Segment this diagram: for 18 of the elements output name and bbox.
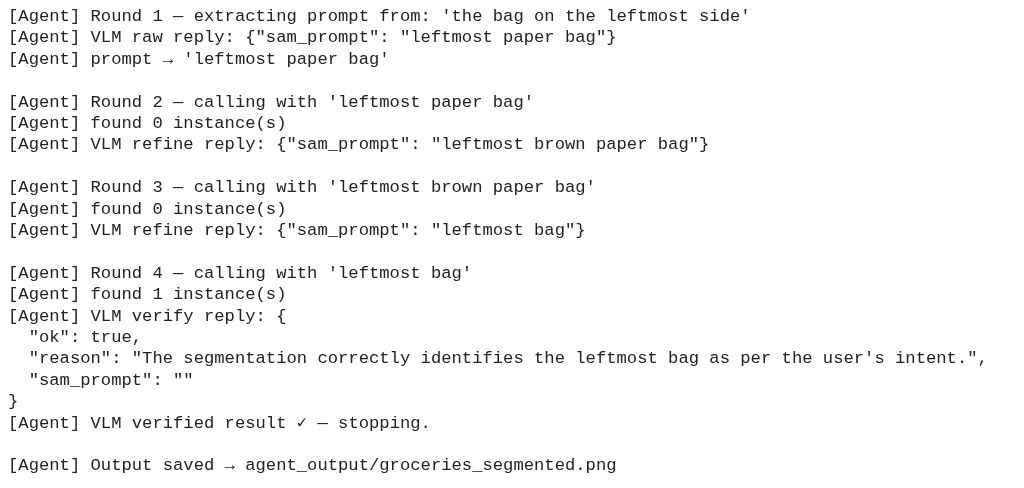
log-line: [Agent] Round 1 — extracting prompt from: 'the bag on the leftmost side' [8, 6, 751, 28]
log-line: [Agent] Round 4 — calling with 'leftmost bag' [8, 262, 473, 285]
log-line: "sam_prompt": "" [27, 369, 194, 392]
log-line: [Agent] prompt → 'leftmost paper bag' [8, 48, 390, 71]
log-line: [Agent] VLM verified result ✓ — stopping. [8, 412, 431, 435]
log-line: [Agent] Round 3 — calling with 'leftmost brown paper bag' [8, 177, 596, 199]
log-line: [Agent] Round 2 — calling with 'leftmost paper bag' [8, 91, 535, 113]
log-line: [Agent] VLM raw reply: {"sam_prompt": "leftmost paper bag"} [8, 27, 617, 49]
log-line: [Agent] VLM refine reply: {"sam_prompt": "leftmost bag"} [8, 220, 586, 242]
log-line: "reason": "The segmentation correctly identifies the leftmost bag as per the user's intent.", [27, 348, 988, 370]
log-line: [Agent] found 0 instance(s) [8, 113, 287, 135]
log-line: [Agent] VLM verify reply: { [8, 305, 287, 328]
log-line: } [8, 391, 19, 413]
log-line: [Agent] found 0 instance(s) [8, 198, 287, 221]
log-line: [Agent] found 1 instance(s) [8, 284, 287, 306]
log-line: [Agent] VLM refine reply: {"sam_prompt": "leftmost brown paper bag"} [8, 134, 710, 156]
log-line: [Agent] Output saved → agent_output/groceries_segmented.png [8, 455, 617, 477]
log-line: "ok": true, [27, 327, 143, 349]
